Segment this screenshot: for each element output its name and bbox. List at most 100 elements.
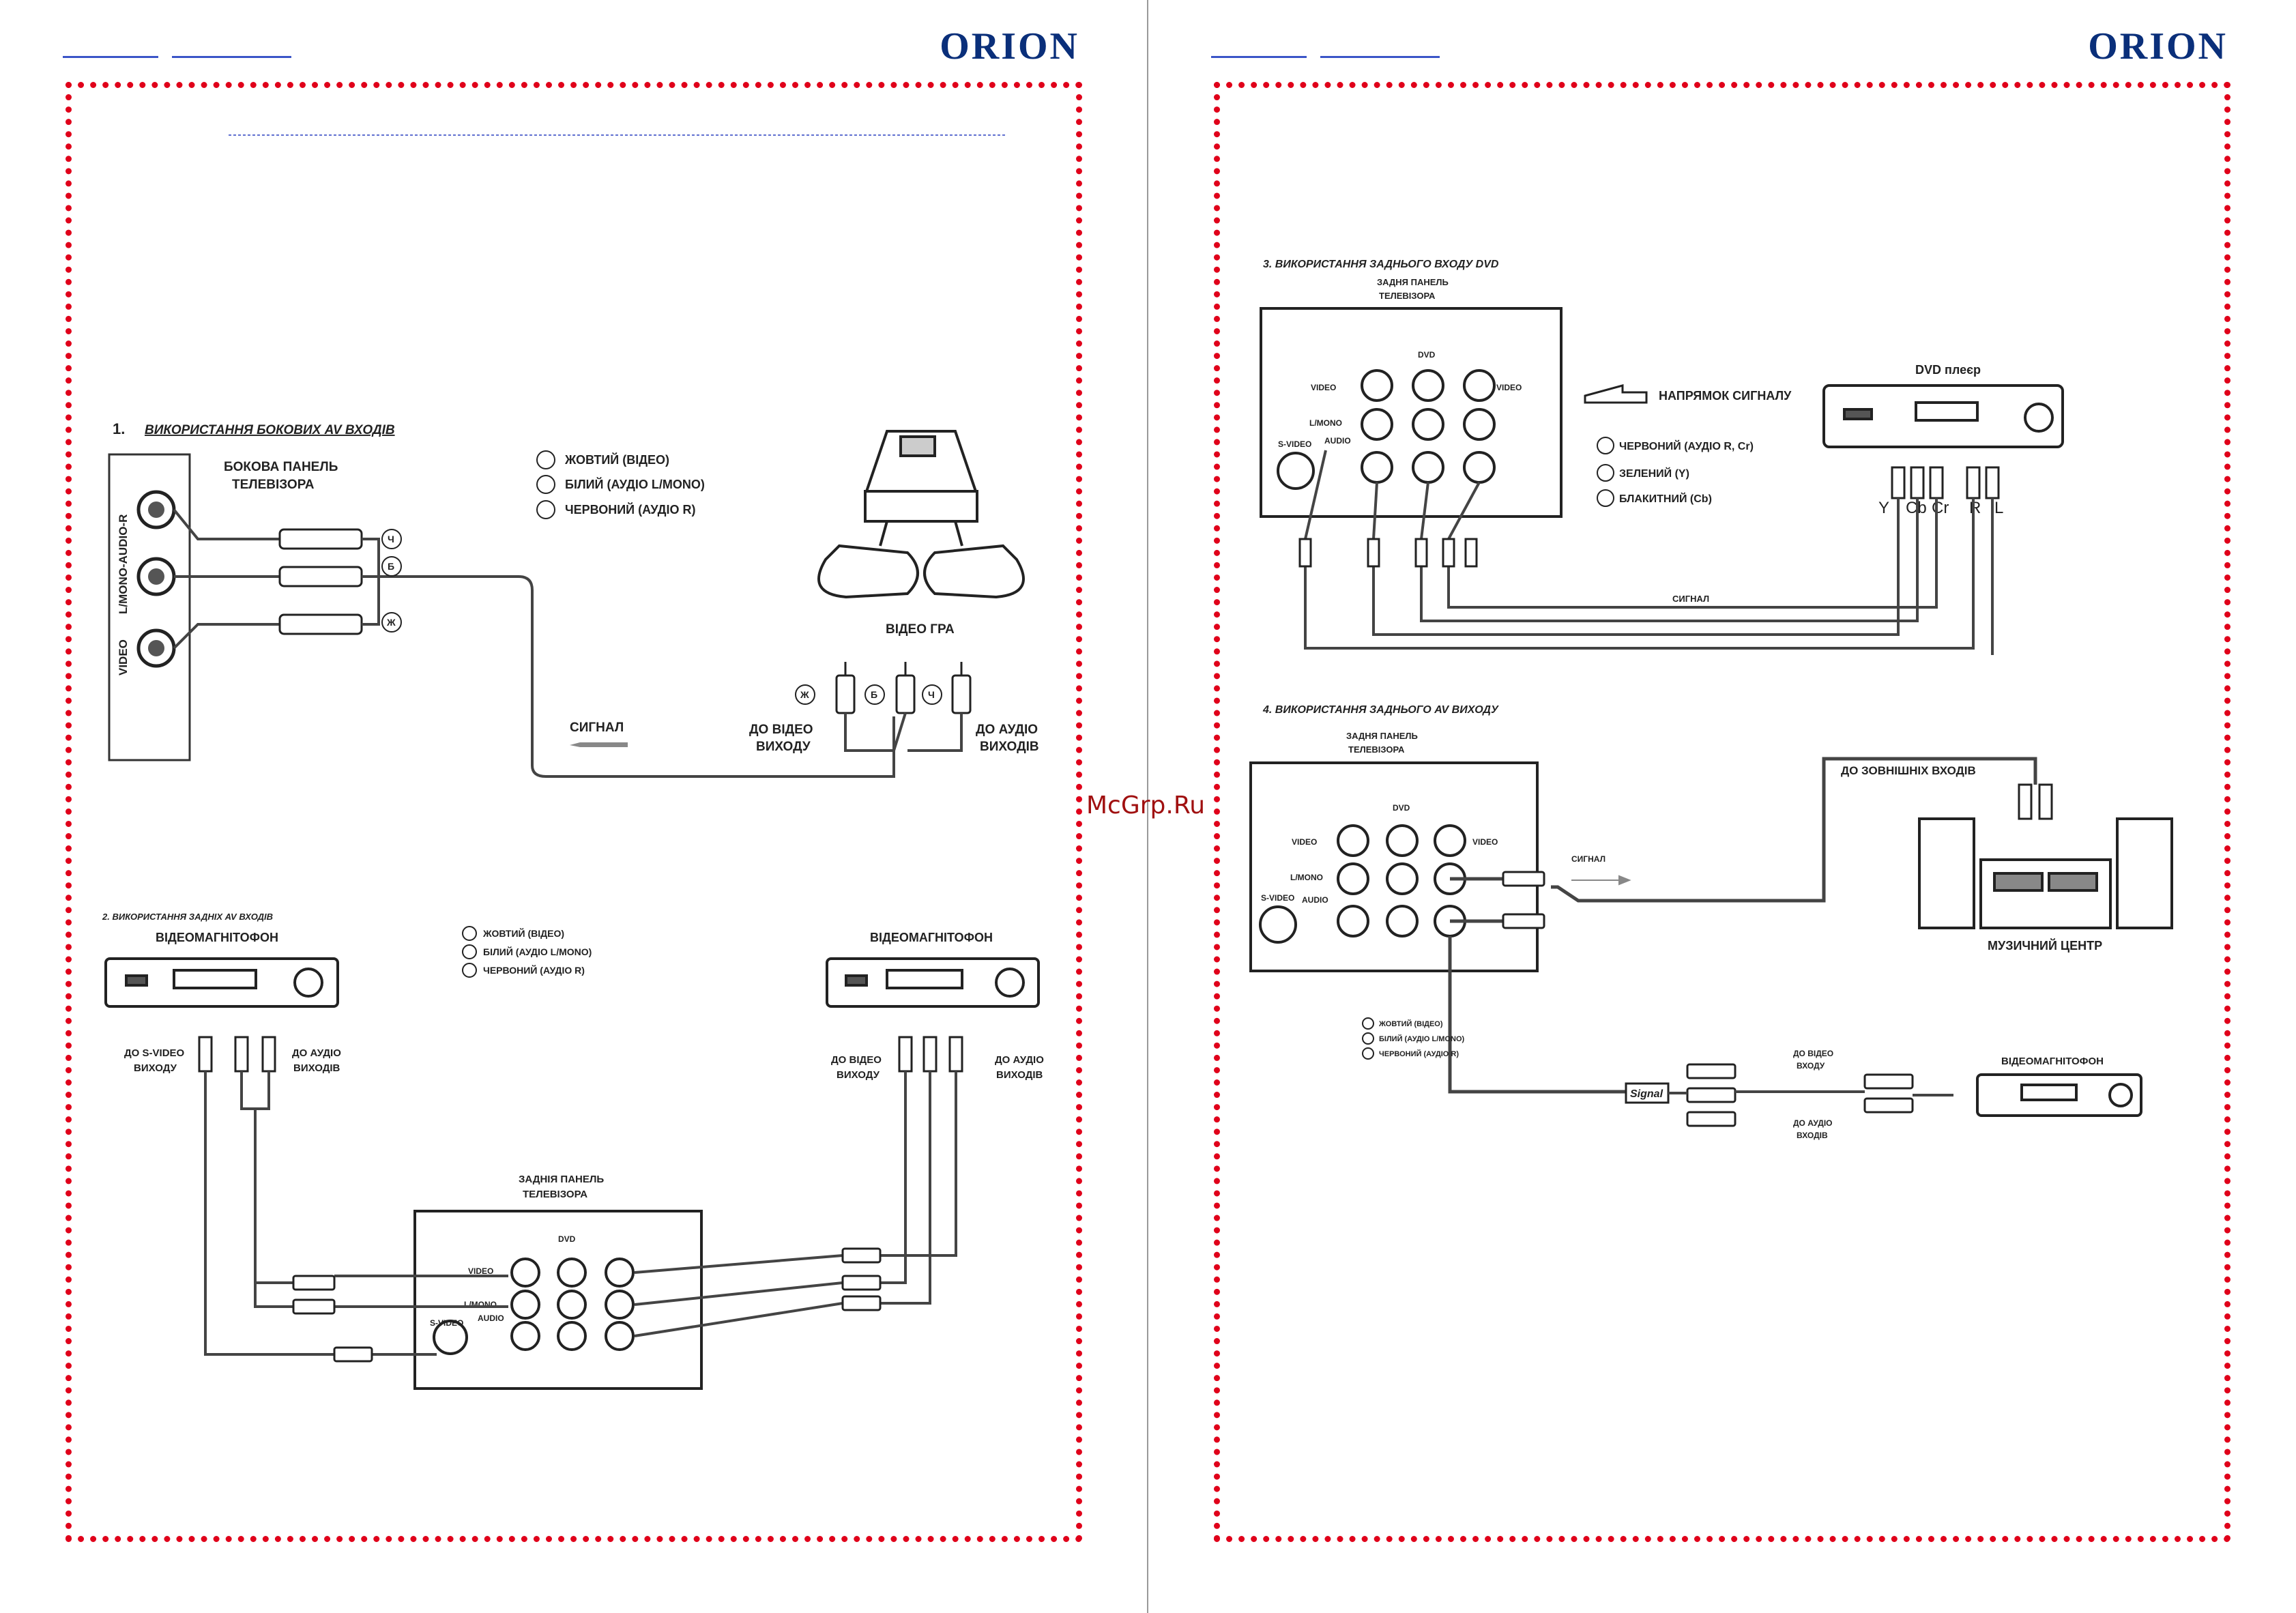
svg-text:ДО ВІДЕО: ДО ВІДЕО	[831, 1054, 882, 1066]
section2-title: 2. ВИКОРИСТАННЯ ЗАДНІХ AV ВХОДІВ	[102, 912, 273, 922]
page-frame	[66, 82, 1082, 1542]
to-svideo-label: ДО S-VIDEO	[124, 1047, 185, 1059]
out-plug-stack-right	[1863, 1073, 1914, 1114]
svg-text:ВИХОДІВ: ВИХОДІВ	[293, 1062, 340, 1074]
side-jack-video-label: VIDEO	[117, 639, 130, 675]
rear-panel-label: ЗАДНІЯ ПАНЕЛЬ	[519, 1174, 604, 1185]
svg-text:ДО АУДІО: ДО АУДІО	[995, 1054, 1044, 1066]
side-cable-run	[362, 538, 895, 778]
out-plugs	[1502, 871, 1545, 929]
svg-text:L: L	[1994, 499, 2003, 517]
svg-text:ЗАДНЯ ПАНЕЛЬ: ЗАДНЯ ПАНЕЛЬ	[1346, 731, 1418, 741]
side-panel-label: БОКОВА ПАНЕЛЬ	[224, 460, 338, 474]
music-plugs	[2018, 783, 2053, 820]
side-badges: Ч Б Ж	[381, 529, 402, 633]
header-link-line	[1211, 56, 1307, 58]
vcr-out	[1976, 1073, 2142, 1117]
direction-arrow	[1584, 384, 1648, 404]
page-divider	[1147, 0, 1148, 1613]
svg-text:Ж: Ж	[386, 617, 396, 628]
side-jack-audio-l	[136, 557, 176, 596]
svg-text:ДО АУДІО: ДО АУДІО	[292, 1047, 341, 1059]
color-legend: ЖОВТИЙ (ВІДЕО) БІЛИЙ (АУДІО L/MONO) ЧЕРВ…	[536, 450, 705, 519]
dvd-player	[1822, 384, 2064, 448]
signal-box-label: Signal	[1630, 1088, 1663, 1100]
svg-text:ВХОДІВ: ВХОДІВ	[1797, 1131, 1828, 1140]
svg-text:AUDIO: AUDIO	[478, 1313, 504, 1323]
section2-cables	[204, 1071, 957, 1356]
svg-text:Б: Б	[388, 561, 394, 572]
game-plugs	[835, 662, 972, 714]
header-link-line	[172, 56, 291, 58]
svg-text:ЧЕРВОНИЙ (АУДІО R): ЧЕРВОНИЙ (АУДІО R)	[1379, 1049, 1459, 1058]
svg-text:VIDEO: VIDEO	[1311, 383, 1336, 392]
to-svideo-label-2: ВИХОДУ	[134, 1062, 177, 1074]
watermark: McGrp.Ru	[1086, 791, 1206, 819]
rear-panel-out-jacks	[1259, 824, 1466, 944]
legend-white: БІЛИЙ (АУДІО L/MONO)	[565, 477, 705, 491]
svg-text:Ч: Ч	[388, 534, 394, 544]
svg-text:S-VIDEO: S-VIDEO	[430, 1318, 463, 1328]
svg-text:VIDEO: VIDEO	[1292, 837, 1317, 847]
svg-text:VIDEO: VIDEO	[1496, 383, 1522, 392]
to-audio-out-label: ДО АУДІО	[976, 723, 1038, 737]
side-jack-audio-r	[136, 490, 176, 529]
to-external-label: ДО ЗОВНІШНІХ ВХОДІВ	[1841, 764, 1976, 777]
section2-legend: ЖОВТИЙ (ВІДЕО) БІЛИЙ (АУДІО L/MONO) ЧЕРВ…	[462, 926, 592, 978]
svg-text:ЧЕРВОНИЙ (АУДІО R): ЧЕРВОНИЙ (АУДІО R)	[483, 964, 585, 976]
svg-text:ДО ВІДЕО: ДО ВІДЕО	[1793, 1049, 1833, 1058]
header-link-line	[1320, 56, 1440, 58]
side-panel-label-2: ТЕЛЕВІЗОРА	[232, 478, 315, 492]
svg-text:ДО АУДІО: ДО АУДІО	[1793, 1118, 1833, 1128]
right-page: ORION 3. ВИКОРИСТАННЯ ЗАДНЬОГО ВХОДУ DVD…	[1148, 0, 2296, 1613]
svg-text:Ж: Ж	[800, 689, 809, 700]
dvd-legend: ЧЕРВОНИЙ (АУДІО R, Cr) ЗЕЛЕНИЙ (Y) БЛАКИ…	[1597, 437, 1754, 507]
svg-text:DVD: DVD	[558, 1234, 576, 1244]
svg-text:Ч: Ч	[928, 689, 935, 700]
video-game-console	[817, 430, 1025, 599]
music-center	[1918, 817, 2173, 929]
svg-text:БІЛИЙ (АУДІО L/MONO): БІЛИЙ (АУДІО L/MONO)	[1379, 1034, 1465, 1043]
vcr-out-label: ВІДЕОМАГНІТОФОН	[2001, 1056, 2104, 1067]
svg-text:AUDIO: AUDIO	[1302, 895, 1328, 905]
out-legend: ЖОВТИЙ (ВІДЕО) БІЛИЙ (АУДІО L/MONO) ЧЕРВ…	[1362, 1017, 1465, 1060]
left-diagrams: 1. ВИКОРИСТАННЯ БОКОВИХ AV ВХОДІВ L/MONO…	[102, 134, 1044, 1390]
page-frame	[1214, 82, 2230, 1542]
svg-text:R: R	[1969, 499, 1981, 517]
section3-title: 3. ВИКОРИСТАННЯ ЗАДНЬОГО ВХОДУ DVD	[1263, 259, 1499, 270]
svg-text:L/MONO: L/MONO	[1309, 418, 1342, 428]
dvd-plugs	[1891, 466, 2000, 499]
svg-text:ЖОВТИЙ (ВІДЕО): ЖОВТИЙ (ВІДЕО)	[482, 927, 564, 939]
svg-text:ЗАДНЯ ПАНЕЛЬ: ЗАДНЯ ПАНЕЛЬ	[1377, 277, 1449, 287]
svg-text:Y: Y	[1878, 499, 1889, 517]
svg-text:S-VIDEO: S-VIDEO	[1261, 893, 1294, 903]
svg-text:ТЕЛЕВІЗОРА: ТЕЛЕВІЗОРА	[1379, 291, 1436, 301]
out-plug-stack-left	[1686, 1063, 1736, 1127]
left-page: ORION 1. ВИКОРИСТАННЯ БОКОВИХ AV ВХОДІВ …	[63, 25, 1205, 1542]
brand-logo: ORION	[940, 25, 1079, 68]
signal-label: СИГНАЛ	[570, 721, 624, 735]
vcr-right-label: ВІДЕОМАГНІТОФОН	[870, 931, 993, 944]
svg-text:ЧЕРВОНИЙ (АУДІО R, Cr): ЧЕРВОНИЙ (АУДІО R, Cr)	[1619, 439, 1754, 452]
section1-title: ВИКОРИСТАННЯ БОКОВИХ AV ВХОДІВ	[145, 423, 395, 437]
side-cables	[173, 508, 280, 650]
dvd-tv-plugs	[1298, 538, 1478, 568]
side-plugs	[278, 528, 363, 635]
to-video-out-label-2: ВИХОДУ	[756, 740, 811, 754]
vcr-left-label: ВІДЕОМАГНІТОФОН	[156, 931, 278, 944]
svg-text:ЖОВТИЙ (ВІДЕО): ЖОВТИЙ (ВІДЕО)	[1378, 1019, 1443, 1028]
section2-plugs-right	[898, 1036, 963, 1073]
vcr-left	[104, 957, 339, 1008]
section2-mid-plugs	[292, 1247, 882, 1363]
svg-text:ВИХОДУ: ВИХОДУ	[837, 1069, 880, 1081]
signal-arrow	[570, 742, 628, 747]
legend-yellow: ЖОВТИЙ (ВІДЕО)	[564, 452, 669, 467]
dvd-cables	[1304, 450, 1994, 655]
svg-text:ВХОДУ: ВХОДУ	[1797, 1061, 1825, 1071]
svg-text:VIDEO: VIDEO	[468, 1266, 493, 1276]
svg-text:VIDEO: VIDEO	[1472, 837, 1498, 847]
dvd-signal-label: СИГНАЛ	[1672, 594, 1709, 604]
game-badges: Ж Б Ч	[795, 684, 942, 705]
brand-logo: ORION	[2088, 25, 2228, 68]
svg-text:ЗЕЛЕНИЙ (Y): ЗЕЛЕНИЙ (Y)	[1619, 467, 1689, 480]
